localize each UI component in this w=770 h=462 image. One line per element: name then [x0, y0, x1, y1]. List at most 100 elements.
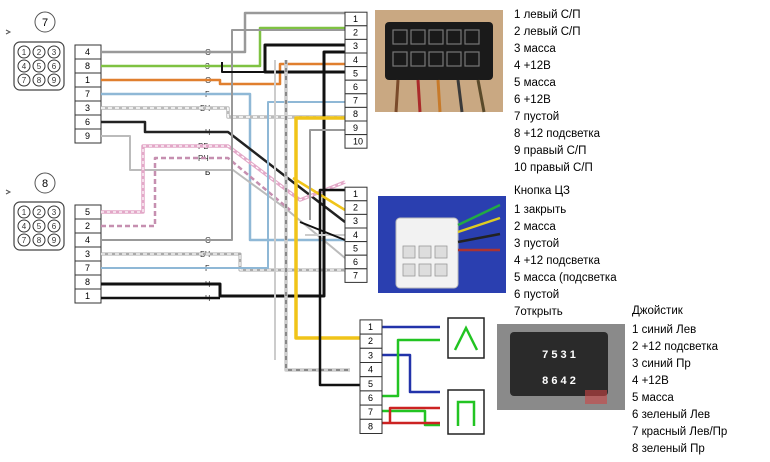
plug-pin-number: 6 — [52, 62, 57, 71]
right-pin-number: 3 — [368, 350, 373, 360]
left-pin-cell — [74, 288, 102, 304]
legend-item: 8 зеленый Пр — [632, 443, 705, 455]
direction-box-right — [447, 389, 485, 435]
joystick-photo-top-digits: 7 5 3 1 — [542, 349, 576, 361]
plug-pin-number: 4 — [22, 222, 27, 231]
plug-pin — [17, 73, 31, 87]
legend-item: 7 красный Лев/Пр — [632, 426, 728, 438]
legend-item: 4 +12В — [632, 375, 669, 387]
legend-item: 6 зеленый Лев — [632, 409, 711, 421]
right-pin-cell — [344, 134, 368, 149]
right-pin-number: 5 — [353, 68, 358, 78]
joystick-direction-glyphs — [447, 317, 485, 435]
right-pin-number: 2 — [368, 336, 373, 346]
plug-pin — [47, 205, 61, 219]
legend-item: 5 масса — [514, 77, 556, 89]
legend-item: 5 масса — [632, 392, 674, 404]
legend-item: 4 +12В — [514, 60, 551, 72]
left-pin-number: 1 — [85, 75, 90, 85]
left-pin-number: 8 — [85, 61, 90, 71]
right-pin-number: 1 — [368, 322, 373, 332]
right-pin-number: 3 — [353, 216, 358, 226]
right-pin-number: 5 — [368, 379, 373, 389]
left-pin-number: 4 — [85, 47, 90, 57]
plug-pin-number: 2 — [37, 208, 42, 217]
legend-item: 9 правый С/П — [514, 145, 587, 157]
plug-pin-number: 5 — [37, 222, 42, 231]
plug-pin — [47, 219, 61, 233]
plug-pin-number: 3 — [52, 208, 57, 217]
left-pin-number: 5 — [85, 207, 90, 217]
legend-item: 1 синий Лев — [632, 324, 697, 336]
legend-item: 8 +12 подсветка — [514, 128, 601, 140]
wires — [101, 11, 440, 427]
caret-up-icon — [453, 325, 479, 351]
legend-item: 7открыть — [514, 306, 563, 318]
plug-pin-number: 1 — [22, 48, 27, 57]
plug-pin-number: 4 — [22, 62, 27, 71]
plug-pin-number: 2 — [37, 48, 42, 57]
plug-pin-number: 8 — [37, 236, 42, 245]
legend-item: 4 +12 подсветка — [514, 255, 601, 267]
connector-7-badge: 7 — [42, 17, 48, 29]
right-pin-number: 4 — [353, 55, 358, 65]
left-pin-number: 2 — [85, 221, 90, 231]
right-pin-number: 6 — [353, 82, 358, 92]
plug-pin — [17, 205, 31, 219]
legend-item: 2 масса — [514, 221, 556, 233]
right-pin-number: 4 — [368, 365, 373, 375]
connector-8-badge: 8 — [42, 178, 48, 190]
plug-pin — [17, 219, 31, 233]
right-pin-number: 5 — [353, 243, 358, 253]
left-pin-number: 7 — [85, 89, 90, 99]
plug-pin — [17, 45, 31, 59]
photo-joystick-connector: 7 5 3 1 8 6 4 2 — [497, 324, 625, 410]
plug-pin-number: 9 — [52, 236, 57, 245]
right-pin-number: 7 — [353, 271, 358, 281]
legend-item: 3 масса — [514, 43, 556, 55]
legend-item: 1 левый С/П — [514, 9, 581, 21]
left-pin-number: 3 — [85, 249, 90, 259]
plug-pin — [32, 45, 46, 59]
left-pin-number: 1 — [85, 291, 90, 301]
left-pin-number: 8 — [85, 277, 90, 287]
plug-pin — [32, 205, 46, 219]
photo-window-connector — [375, 10, 503, 113]
right-pin-number: 7 — [353, 96, 358, 106]
legend-item: 10 правый С/П — [514, 162, 593, 174]
right-pin-number: 2 — [353, 203, 358, 213]
plug-pin-number: 7 — [22, 236, 27, 245]
plug-pin — [17, 59, 31, 73]
right-pin-cell — [359, 418, 383, 434]
legend-central-lock-title: Кнопка ЦЗ — [514, 185, 571, 197]
left-pin-number: 3 — [85, 103, 90, 113]
legend-item: 5 масса (подсветка — [514, 272, 617, 284]
plug-pin-number: 8 — [37, 76, 42, 85]
left-pin-number: 9 — [85, 131, 90, 141]
joystick-photo-bottom-digits: 8 6 4 2 — [542, 375, 576, 387]
right-pin-number: 9 — [353, 123, 358, 133]
left-pin-number: 4 — [85, 235, 90, 245]
right-pin-number: 8 — [368, 421, 373, 431]
legend-item: 6 +12В — [514, 94, 551, 106]
wire-color-code: Б — [205, 168, 210, 177]
right-pin-number: 6 — [368, 393, 373, 403]
right-pin-cell — [344, 268, 368, 283]
plug-pin-number: 3 — [52, 48, 57, 57]
legend-item: 6 пустой — [514, 289, 560, 301]
step-pulse-icon — [456, 400, 476, 426]
plug-pin — [47, 59, 61, 73]
right-pin-number: 4 — [353, 230, 358, 240]
right-pin-number: 8 — [353, 109, 358, 119]
plug-pin — [47, 233, 61, 247]
